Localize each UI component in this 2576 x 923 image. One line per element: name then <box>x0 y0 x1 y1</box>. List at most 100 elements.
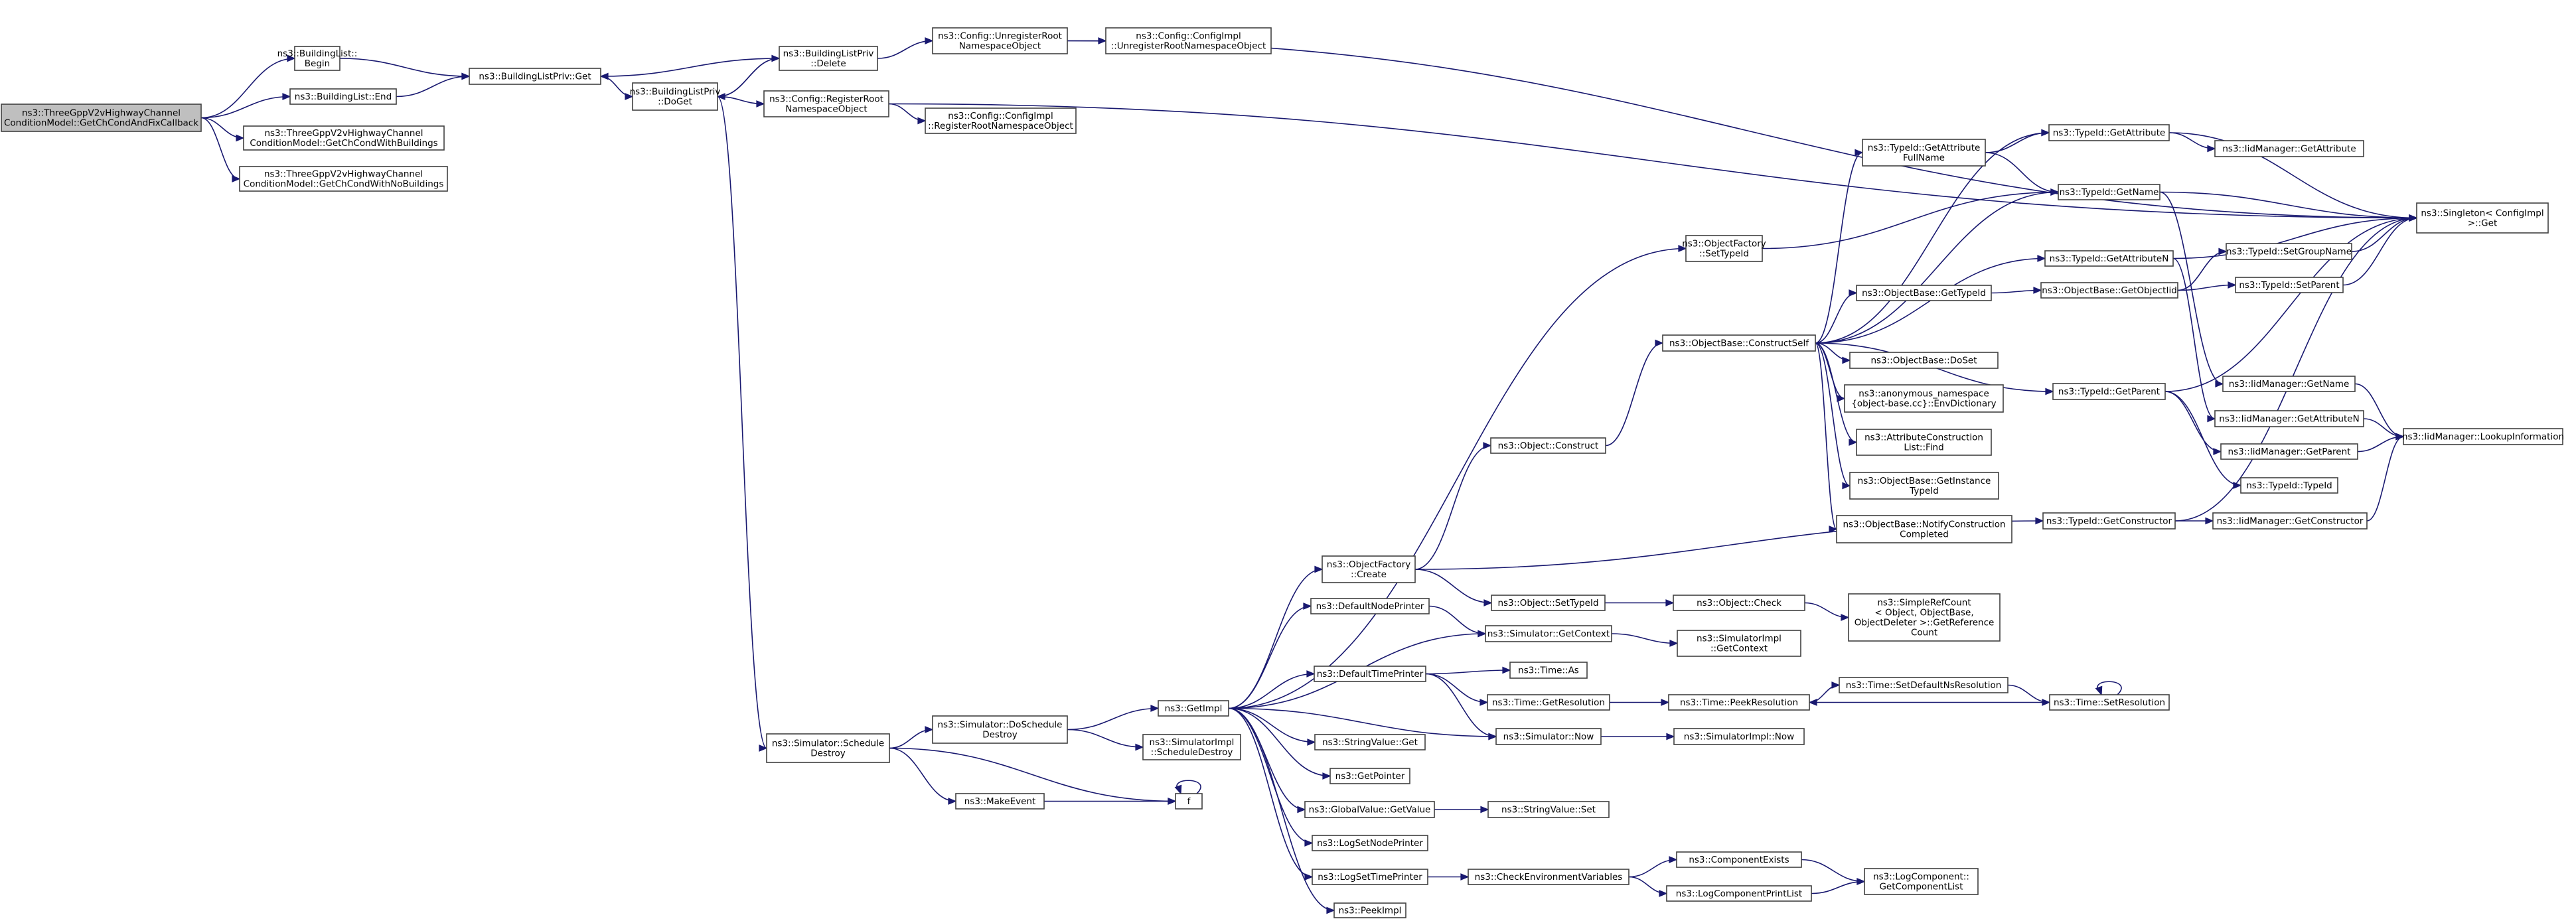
node-simple-ref-count[interactable]: ns3::SimpleRefCount< Object, ObjectBase,… <box>1848 593 2001 642</box>
node-log-comp-get-list[interactable]: ns3::LogComponent::GetComponentList <box>1864 868 1979 895</box>
node-box <box>2052 383 2166 400</box>
arrowhead-icon <box>1678 245 1687 252</box>
arrowhead-icon <box>2035 517 2044 525</box>
node-obj-base-get-object-iid[interactable]: ns3::ObjectBase::GetObjectIid <box>2040 282 2178 299</box>
node-sim-get-context[interactable]: ns3::Simulator::GetContext <box>1485 625 1612 642</box>
node-def-node-printer[interactable]: ns3::DefaultNodePrinter <box>1310 598 1430 614</box>
arrowhead-icon <box>1304 873 1314 881</box>
node-iid-mgr-get-constructor[interactable]: ns3::IidManager::GetConstructor <box>2212 512 2368 530</box>
node-obj-base-get-type-id[interactable]: ns3::ObjectBase::GetTypeId <box>1856 285 1992 301</box>
node-obj-base-notify[interactable]: ns3::ObjectBase::NotifyConstructionCompl… <box>1836 515 2012 543</box>
node-bl-end[interactable]: ns3::BuildingList::End <box>289 88 397 105</box>
edge-sim-do-sched-destroy-to-get-impl <box>1067 705 1160 731</box>
node-peek-impl[interactable]: ns3::PeekImpl <box>1333 902 1406 918</box>
node-type-id-get-parent[interactable]: ns3::TypeId::GetParent <box>2052 383 2166 400</box>
node-cfg-impl-unreg[interactable]: ns3::Config::ConfigImpl::UnregisterRootN… <box>1105 27 1272 54</box>
node-type-id-get-name[interactable]: ns3::TypeId::GetName <box>2058 184 2160 200</box>
node-obj-base-do-set[interactable]: ns3::ObjectBase::DoSet <box>1849 352 1999 369</box>
node-no-b[interactable]: ns3::ThreeGppV2vHighwayChannelConditionM… <box>239 166 448 192</box>
node-blp-delete[interactable]: ns3::BuildingListPriv::Delete <box>779 46 878 71</box>
node-bl-begin[interactable]: ns3::BuildingList::Begin <box>277 46 358 71</box>
node-iid-mgr-get-attribute[interactable]: ns3::IidManager::GetAttribute <box>2214 140 2364 157</box>
node-time-as[interactable]: ns3::Time::As <box>1509 662 1588 679</box>
node-time-get-res[interactable]: ns3::Time::GetResolution <box>1487 694 1610 711</box>
node-label-line: Count <box>1911 628 1937 638</box>
node-cfg-impl-reg[interactable]: ns3::Config::ConfigImpl::RegisterRootNam… <box>925 107 1077 134</box>
node-box <box>1322 555 1416 583</box>
node-check-env[interactable]: ns3::CheckEnvironmentVariables <box>1468 869 1629 885</box>
node-sim-impl-now[interactable]: ns3::SimulatorImpl::Now <box>1673 728 1805 745</box>
node-obj-construct[interactable]: ns3::Object::Construct <box>1490 437 1606 454</box>
edge-line <box>1762 191 2059 249</box>
edge-line <box>1815 292 1857 344</box>
node-obj-factory-set-type-id[interactable]: ns3::ObjectFactory::SetTypeId <box>1682 235 1766 262</box>
arrowhead-icon <box>2207 145 2216 153</box>
node-with-b[interactable]: ns3::ThreeGppV2vHighwayChannelConditionM… <box>243 125 445 151</box>
node-get-pointer[interactable]: ns3::GetPointer <box>1329 768 1410 784</box>
node-obj-base-construct-self[interactable]: ns3::ObjectBase::ConstructSelf <box>1662 334 1816 352</box>
arrowhead-icon <box>1831 681 1841 689</box>
node-type-id-set-parent[interactable]: ns3::TypeId::SetParent <box>2235 277 2344 293</box>
node-singleton[interactable]: ns3::Singleton< ConfigImpl>::Get <box>2416 202 2549 234</box>
node-label-line: ns3::GlobalValue::GetValue <box>1309 805 1431 816</box>
node-anon-env-dict[interactable]: ns3::anonymous_namespace{object-base.cc}… <box>1844 384 2004 413</box>
node-iid-mgr-get-attribute-n[interactable]: ns3::IidManager::GetAttributeN <box>2214 410 2364 427</box>
node-label-line: ns3::ThreeGppV2vHighwayChannel <box>264 128 423 139</box>
edge-cfg-reg-to-singleton <box>888 103 2418 222</box>
node-label-line: NamespaceObject <box>959 41 1041 52</box>
arrowhead-icon <box>1666 733 1675 741</box>
edge-line <box>1815 152 1863 344</box>
node-type-id-type-id[interactable]: ns3::TypeId::TypeId <box>2240 477 2338 494</box>
node-sim-impl-sched-destroy[interactable]: ns3::SimulatorImpl::ScheduleDestroy <box>1142 734 1241 760</box>
node-type-id-get-attribute[interactable]: ns3::TypeId::GetAttribute <box>2048 124 2170 141</box>
node-iid-mgr-lookup-info[interactable]: ns3::IidManager::LookupInformation <box>2402 428 2564 445</box>
node-make-event[interactable]: ns3::MakeEvent <box>955 793 1045 810</box>
node-obj-check[interactable]: ns3::Object::Check <box>1673 595 1805 611</box>
node-log-set-node-printer[interactable]: ns3::LogSetNodePrinter <box>1312 835 1428 851</box>
node-log-comp-print-list[interactable]: ns3::LogComponentPrintList <box>1666 885 1812 902</box>
edge-line <box>2172 257 2216 419</box>
node-log-set-time-printer[interactable]: ns3::LogSetTimePrinter <box>1312 869 1428 885</box>
node-def-time-printer[interactable]: ns3::DefaultTimePrinter <box>1314 666 1426 682</box>
edge-line <box>1067 40 2417 219</box>
node-type-id-get-attribute-n[interactable]: ns3::TypeId::GetAttributeN <box>2044 250 2174 267</box>
node-sim-now[interactable]: ns3::Simulator::Now <box>1495 728 1602 745</box>
node-root[interactable]: ns3::ThreeGppV2vHighwayChannelConditionM… <box>1 104 202 132</box>
edge-line <box>1611 633 1678 644</box>
node-str-val-set[interactable]: ns3::StringValue::Set <box>1487 801 1610 818</box>
node-cfg-reg[interactable]: ns3::Config::RegisterRootNamespaceObject <box>763 90 889 117</box>
node-type-id-set-group-name[interactable]: ns3::TypeId::SetGroupName <box>2226 243 2352 260</box>
node-comp-exists[interactable]: ns3::ComponentExists <box>1676 851 1802 868</box>
node-label-line: ns3::LogComponent:: <box>1873 872 1969 883</box>
node-iid-mgr-get-parent[interactable]: ns3::IidManager::GetParent <box>2220 443 2358 460</box>
node-obj-factory-create[interactable]: ns3::ObjectFactory::Create <box>1322 555 1416 583</box>
node-str-val-get[interactable]: ns3::StringValue::Get <box>1314 734 1426 750</box>
node-blp-get[interactable]: ns3::BuildingListPriv::Get <box>469 68 601 85</box>
node-box <box>2042 512 2176 530</box>
edge-obj-base-construct-self-to-obj-base-get-type-id <box>1815 289 1858 344</box>
node-time-set-resolution[interactable]: ns3::Time::SetResolution <box>2049 694 2170 711</box>
edge-obj-set-type-id-to-obj-check <box>1605 599 1675 606</box>
node-iid-mgr-get-name[interactable]: ns3::IidManager::GetName <box>2222 376 2356 392</box>
node-time-set-def-ns-res[interactable]: ns3::Time::SetDefaultNsResolution <box>1839 677 2008 693</box>
node-label-line: ConditionModel::GetChCondWithNoBuildings <box>244 179 444 190</box>
node-label-line: ns3::SimpleRefCount <box>1877 598 1971 608</box>
node-sim-impl-get-context[interactable]: ns3::SimulatorImpl::GetContext <box>1677 630 1801 657</box>
node-type-id-get-constructor[interactable]: ns3::TypeId::GetConstructor <box>2042 512 2176 530</box>
node-label-line: ns3::IidManager::GetAttribute <box>2222 144 2356 155</box>
node-cfg-unreg[interactable]: ns3::Config::UnregisterRootNamespaceObje… <box>932 27 1068 54</box>
arrowhead-icon <box>1842 482 1851 490</box>
node-label-line: ns3::Time::SetResolution <box>2054 697 2165 708</box>
node-blp-do-get[interactable]: ns3::BuildingListPriv::DoGet <box>630 82 721 111</box>
node-time-peek-res[interactable]: ns3::Time::PeekResolution <box>1668 694 1810 711</box>
node-get-impl[interactable]: ns3::GetImpl <box>1158 700 1229 717</box>
node-f[interactable]: f <box>1175 793 1203 810</box>
node-sim-sched-destroy[interactable]: ns3::Simulator::ScheduleDestroy <box>766 733 890 763</box>
node-obj-set-type-id[interactable]: ns3::Object::SetTypeId <box>1491 595 1606 611</box>
node-gv-get-value[interactable]: ns3::GlobalValue::GetValue <box>1304 801 1435 818</box>
node-box <box>1142 734 1241 760</box>
